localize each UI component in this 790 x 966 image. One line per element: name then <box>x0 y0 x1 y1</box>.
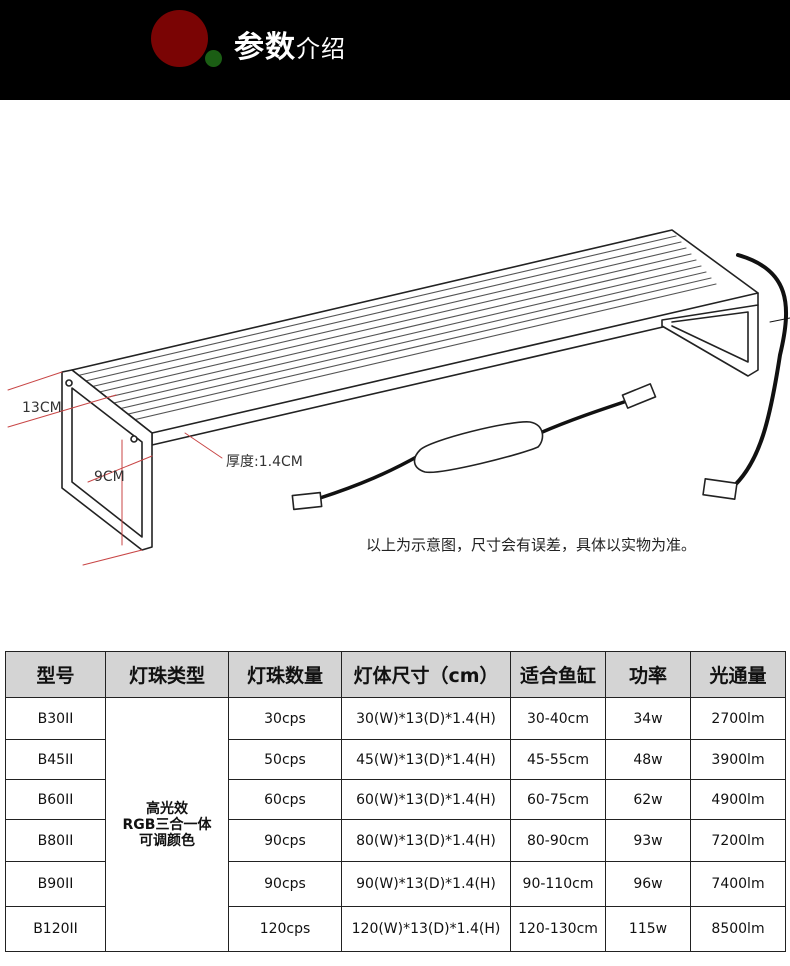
cell-flux: 8500lm <box>690 906 786 952</box>
cell-count: 120cps <box>228 906 342 952</box>
cell-size: 80(W)*13(D)*1.4(H) <box>341 819 511 862</box>
cell-power: 115w <box>605 906 691 952</box>
cell-flux: 7200lm <box>690 819 786 862</box>
cell-size: 120(W)*13(D)*1.4(H) <box>341 906 511 952</box>
left-connector <box>291 491 323 511</box>
cell-flux: 3900lm <box>690 739 786 780</box>
header-bead-count: 灯珠数量 <box>228 651 342 698</box>
green-dot-icon <box>205 50 222 67</box>
header-size: 灯体尺寸（cm） <box>341 651 511 698</box>
bead-type-line: RGB三合一体 <box>122 816 212 833</box>
header-banner: 参数介绍 <box>0 0 790 100</box>
header-tank: 适合鱼缸 <box>510 651 606 698</box>
dimension-lines <box>7 371 223 566</box>
cell-power: 48w <box>605 739 691 780</box>
cell-flux: 4900lm <box>690 779 786 820</box>
cell-model: B30II <box>5 697 106 740</box>
cell-tank: 80-90cm <box>510 819 606 862</box>
cell-flux: 7400lm <box>690 861 786 907</box>
title-big: 参数 <box>234 30 296 65</box>
cell-model: B45II <box>5 739 106 780</box>
left-bracket <box>61 369 153 551</box>
cell-count: 50cps <box>228 739 342 780</box>
controller-box <box>413 421 544 474</box>
cell-tank: 120-130cm <box>510 906 606 952</box>
title-small: 介绍 <box>296 35 346 63</box>
controller-cable <box>318 398 632 500</box>
disclaimer-note: 以上为示意图，尺寸会有误差，具体以实物为准。 <box>366 536 697 554</box>
cell-power: 93w <box>605 819 691 862</box>
cell-tank: 45-55cm <box>510 739 606 780</box>
cell-size: 90(W)*13(D)*1.4(H) <box>341 861 511 907</box>
dim-width-label: 13CM <box>22 400 62 416</box>
cell-count: 90cps <box>228 819 342 862</box>
table-row: B30II 高光效 RGB三合一体 可调颜色 30cps 30(W)*13(D)… <box>5 697 786 952</box>
header-model: 型号 <box>5 651 106 698</box>
bead-type-line: 可调颜色 <box>139 832 195 849</box>
dim-height-label: 9CM <box>94 469 125 485</box>
lamp-drawing <box>7 229 790 566</box>
cell-tank: 60-75cm <box>510 779 606 820</box>
table-row: B45II 50cps 45(W)*13(D)*1.4(H) 45-55cm 4… <box>5 739 786 780</box>
table-row: B60II 60cps 60(W)*13(D)*1.4(H) 60-75cm 6… <box>5 779 786 820</box>
spec-table: 型号 灯珠类型 灯珠数量 灯体尺寸（cm） 适合鱼缸 功率 光通量 B30II … <box>5 651 786 952</box>
cell-size: 60(W)*13(D)*1.4(H) <box>341 779 511 820</box>
right-connector <box>702 478 738 500</box>
table-row: B120II 120cps 120(W)*13(D)*1.4(H) 120-13… <box>5 906 786 952</box>
cell-count: 30cps <box>228 697 342 740</box>
cell-size: 30(W)*13(D)*1.4(H) <box>341 697 511 740</box>
cell-tank: 30-40cm <box>510 697 606 740</box>
right-bracket <box>661 304 759 377</box>
table-row: B90II 90cps 90(W)*13(D)*1.4(H) 90-110cm … <box>5 861 786 907</box>
cell-tank: 90-110cm <box>510 861 606 907</box>
header-flux: 光通量 <box>690 651 786 698</box>
cell-bead-type: 高光效 RGB三合一体 可调颜色 <box>105 697 229 952</box>
dim-thickness-label: 厚度:1.4CM <box>226 454 303 470</box>
cell-size: 45(W)*13(D)*1.4(H) <box>341 739 511 780</box>
red-dot-icon <box>151 10 208 67</box>
cell-model: B80II <box>5 819 106 862</box>
power-cable <box>733 253 788 487</box>
cell-count: 60cps <box>228 779 342 820</box>
cell-count: 90cps <box>228 861 342 907</box>
cell-flux: 2700lm <box>690 697 786 740</box>
cell-power: 96w <box>605 861 691 907</box>
cell-model: B90II <box>5 861 106 907</box>
cell-model: B120II <box>5 906 106 952</box>
cell-power: 34w <box>605 697 691 740</box>
top-connector <box>621 383 657 409</box>
header-power: 功率 <box>605 651 691 698</box>
page-title: 参数介绍 <box>234 22 346 66</box>
cell-power: 62w <box>605 779 691 820</box>
cell-model: B60II <box>5 779 106 820</box>
bead-type-line: 高光效 <box>146 800 188 817</box>
table-header-row: 型号 灯珠类型 灯珠数量 灯体尺寸（cm） 适合鱼缸 功率 光通量 <box>5 651 786 698</box>
lamp-fins <box>75 235 717 425</box>
header-bead-type: 灯珠类型 <box>105 651 229 698</box>
